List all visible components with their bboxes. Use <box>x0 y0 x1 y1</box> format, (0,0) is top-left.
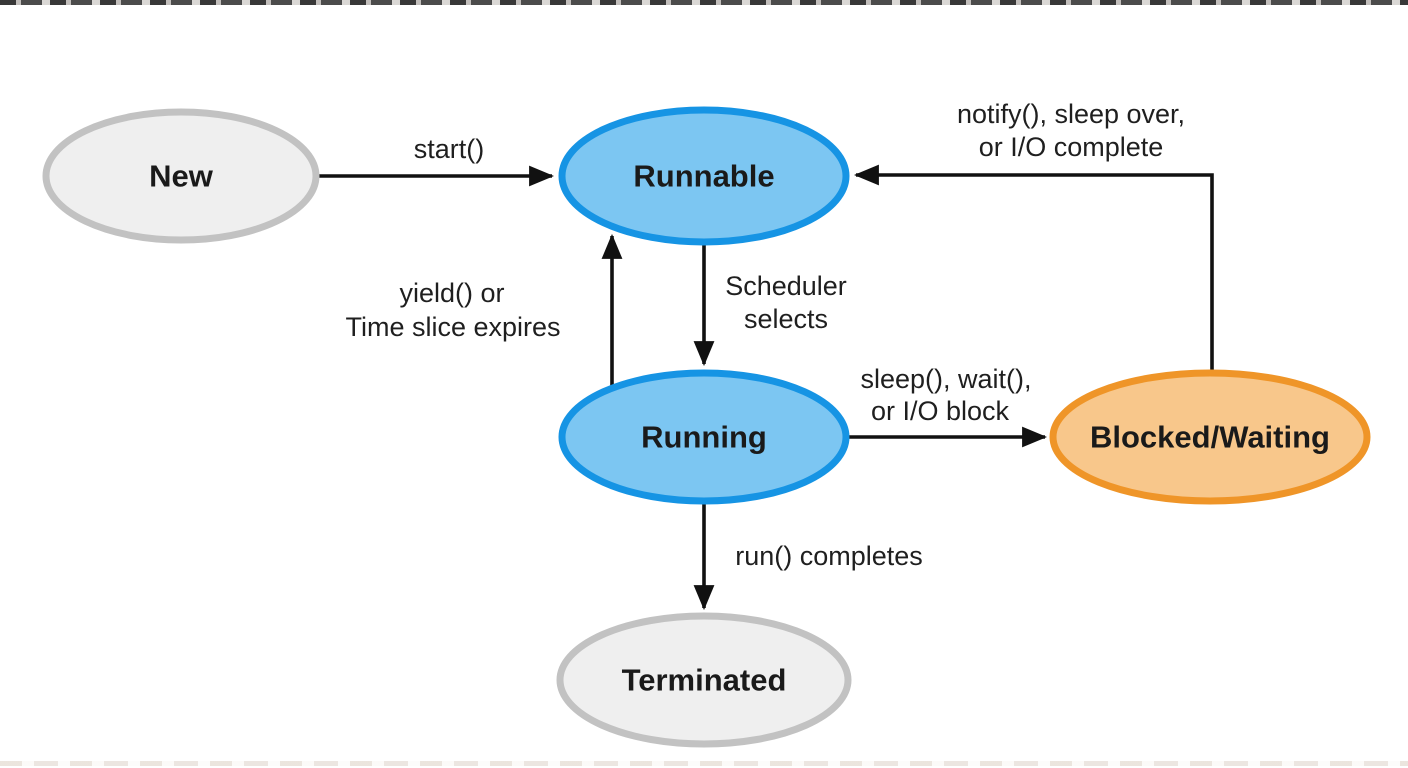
node-runnable: Runnable <box>558 106 850 246</box>
node-runnable-ellipse <box>558 106 850 246</box>
node-terminated-ellipse <box>556 612 852 748</box>
scan-artifact-top <box>0 0 1408 5</box>
node-runnable-label: Runnable <box>633 159 774 194</box>
edge-label-notify-line2: or I/O complete <box>979 132 1164 162</box>
node-running-ellipse <box>558 369 850 505</box>
node-terminated: Terminated <box>556 612 852 748</box>
edge-label-sleep-line1: sleep(), wait(), <box>860 364 1031 394</box>
node-running: Running <box>558 369 850 505</box>
node-running-label: Running <box>641 420 767 455</box>
node-blocked-waiting-ellipse <box>1049 369 1371 505</box>
edge-label-yield-line1: yield() or <box>399 278 504 308</box>
edge-label-sleep-line2: or I/O block <box>871 396 1010 426</box>
edge-label-yield-line2: Time slice expires <box>345 312 560 342</box>
node-new-ellipse <box>42 108 320 244</box>
edge-label-scheduler-line2: selects <box>744 304 828 334</box>
edge-label-run-completes: run() completes <box>735 541 923 571</box>
node-blocked-waiting-label: Blocked/Waiting <box>1090 420 1330 455</box>
node-terminated-label: Terminated <box>622 663 787 698</box>
edge-blocked-to-runnable <box>853 164 1214 371</box>
edge-label-scheduler-line1: Scheduler <box>725 271 847 301</box>
node-blocked-waiting: Blocked/Waiting <box>1049 369 1371 505</box>
edge-label-start: start() <box>414 134 485 164</box>
edge-label-notify-line1: notify(), sleep over, <box>957 99 1185 129</box>
scan-artifact-bottom <box>0 761 1408 766</box>
node-new-label: New <box>149 159 214 194</box>
node-new: New <box>42 108 320 244</box>
